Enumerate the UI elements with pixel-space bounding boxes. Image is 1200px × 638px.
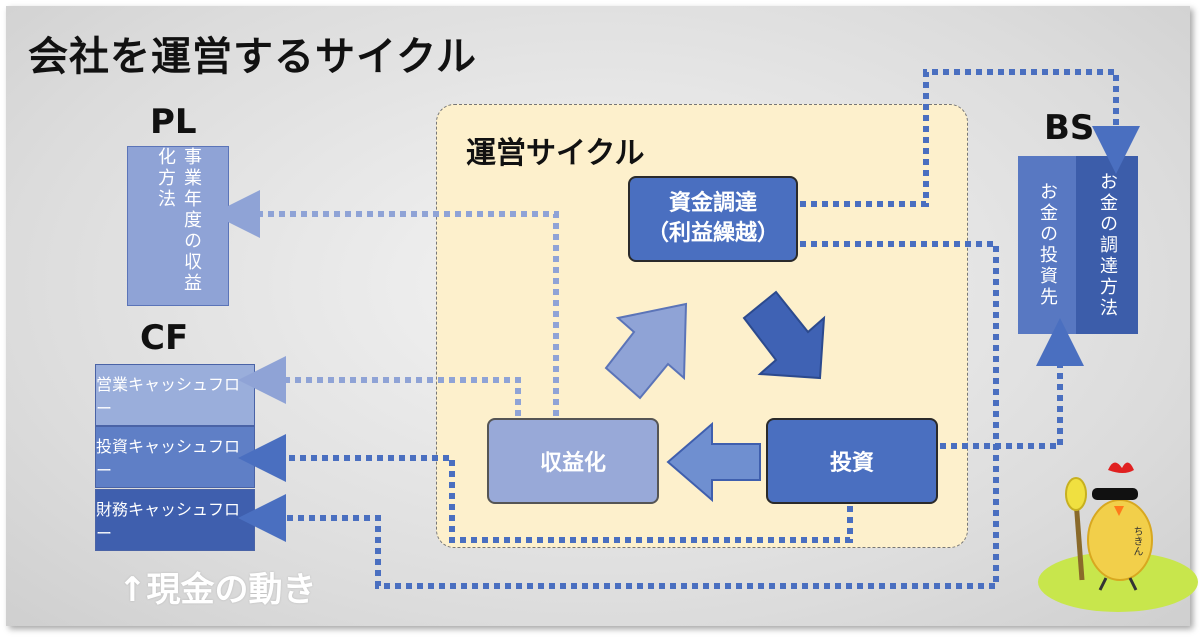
connector-funding-to-cf-financing xyxy=(238,241,999,589)
cycle-arrow-funding-to-investment xyxy=(742,290,826,380)
operating-cycle-title: 運営サイクル xyxy=(466,136,645,171)
mascot-sunglasses xyxy=(1092,488,1138,500)
bs-investment-destination: お金の投資先 xyxy=(1018,156,1076,334)
cycle-arrow-revenue-to-funding xyxy=(604,302,688,400)
connector-revenue-to-cf-operating xyxy=(238,356,521,416)
mascot-beak xyxy=(1114,506,1124,516)
connector-investment-to-bs xyxy=(940,318,1084,449)
mascot-staff xyxy=(1073,499,1085,581)
mascot-staff-head xyxy=(1065,477,1087,511)
connector-funding-to-bs xyxy=(800,69,1140,207)
cf-investing: 投資キャッシュフロー xyxy=(95,426,255,488)
bs-funding-method: お金の調達方法 xyxy=(1076,156,1138,334)
node-funding: 資金調達 （利益繰越） xyxy=(628,176,798,262)
node-funding-line2: （利益繰越） xyxy=(646,221,779,246)
pl-label: PL xyxy=(150,102,197,142)
connector-investment-to-cf-investing xyxy=(238,434,853,543)
mascot-comb xyxy=(1108,462,1134,473)
connector-revenue-to-pl xyxy=(212,190,559,416)
cf-operating: 営業キャッシュフロー xyxy=(95,364,255,426)
mascot-name: ちきん xyxy=(1131,526,1142,556)
node-funding-line1: 資金調達 xyxy=(668,191,757,216)
mascot-grass xyxy=(1038,552,1198,612)
bs-right-text: お金の調達方法 xyxy=(1097,171,1118,319)
node-investment: 投資 xyxy=(766,418,938,504)
bs-label: BS xyxy=(1044,108,1095,148)
bs-left-text: お金の投資先 xyxy=(1037,182,1058,308)
cycle-arrow-investment-to-revenue xyxy=(666,421,761,503)
cf-label: CF xyxy=(140,318,189,358)
cash-movement-label: ↑現金の動き xyxy=(118,570,317,610)
pl-text: 事業年度の収益化方法 xyxy=(155,147,202,294)
node-revenue: 収益化 xyxy=(487,418,659,504)
cf-financing: 財務キャッシュフロー xyxy=(95,489,255,551)
page-title: 会社を運営するサイクル xyxy=(28,34,477,80)
